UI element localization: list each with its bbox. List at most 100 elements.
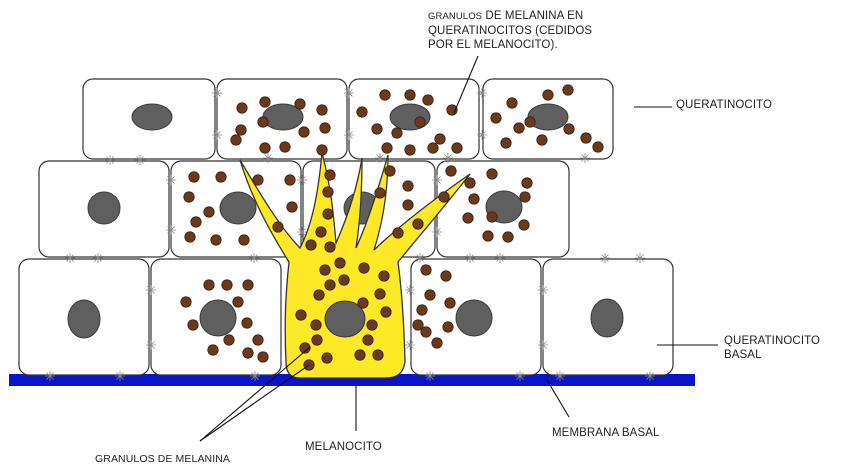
melanin-granule — [405, 90, 415, 100]
desmosome-junction — [65, 253, 75, 263]
melanin-granule — [222, 280, 232, 290]
desmosome-junction — [405, 285, 415, 295]
melanin-granule — [581, 133, 591, 143]
desmosome-junction — [344, 88, 354, 98]
melanin-granule — [355, 350, 365, 360]
melanin-granule — [415, 117, 425, 127]
desmosome-junction — [635, 253, 645, 263]
desmosome-junction — [375, 153, 385, 163]
melanin-granule — [295, 99, 305, 109]
label-melanocito: MELANOCITO — [305, 440, 382, 454]
melanin-granule — [299, 127, 309, 137]
melanin-granule — [445, 298, 455, 308]
desmosome-junction — [45, 371, 55, 381]
melanin-granule — [242, 318, 252, 328]
melanin-granule — [316, 227, 326, 237]
melanin-granule — [487, 212, 497, 222]
melanin-granule — [443, 322, 453, 332]
melanin-granule — [323, 187, 333, 197]
desmosome-junction — [297, 175, 307, 185]
desmosome-junction — [580, 153, 590, 163]
melanin-granule — [258, 352, 268, 362]
melanin-granule — [320, 265, 330, 275]
melanin-granule — [543, 90, 553, 100]
desmosome-junction — [344, 130, 354, 140]
melanin-granule — [525, 117, 535, 127]
melanin-granule — [405, 145, 415, 155]
melanin-granule — [363, 335, 373, 345]
melanin-granule — [233, 297, 243, 307]
melanin-granule — [239, 235, 249, 245]
label-queratinocito-basal-line1: QUERATINOCITO — [724, 335, 820, 347]
desmosome-junction — [135, 155, 145, 165]
melanin-granule — [393, 228, 403, 238]
melanin-granule — [487, 169, 497, 179]
melanin-granule — [358, 298, 368, 308]
melanin-granule — [463, 213, 473, 223]
desmosome-junction — [495, 253, 505, 263]
label-granules-line1-rest: DE MELANINA EN — [482, 10, 583, 22]
melanin-granule — [413, 320, 423, 330]
melanin-granule — [287, 202, 297, 212]
melanin-granule — [519, 220, 529, 230]
melanin-granule — [325, 280, 335, 290]
melanin-granule — [421, 265, 431, 275]
label-queratinocito: QUERATINOCITO — [676, 98, 772, 112]
melanin-granule — [231, 135, 241, 145]
label-granules-in-keratinocytes: GRANULOS DE MELANINA EN QUERATINOCITOS (C… — [428, 9, 678, 52]
melanin-granule — [320, 123, 330, 133]
melanin-granule — [260, 143, 270, 153]
melanin-granule — [339, 275, 349, 285]
melanin-granule — [403, 200, 413, 210]
melanin-granule — [564, 124, 574, 134]
melanin-granule — [258, 117, 268, 127]
desmosome-junction — [415, 253, 425, 263]
melanin-granule — [314, 290, 324, 300]
melanin-granule — [185, 232, 195, 242]
desmosome-junction — [212, 88, 222, 98]
label-granules-word: GRANULOS — [428, 11, 482, 22]
desmosome-junction — [538, 285, 548, 295]
melanin-granule — [191, 217, 201, 227]
melanin-granule — [435, 134, 445, 144]
melanin-granule — [520, 192, 530, 202]
desmosome-junction — [515, 371, 525, 381]
melanin-granule — [184, 192, 194, 202]
melanin-granule — [367, 320, 377, 330]
desmosome-junction — [146, 285, 156, 295]
melanin-granule — [285, 175, 295, 185]
melanin-granule — [317, 145, 327, 155]
melanin-granule — [501, 138, 511, 148]
desmosome-junction — [250, 371, 260, 381]
melanin-granule — [423, 95, 433, 105]
melanin-granule — [325, 242, 335, 252]
melanin-granule — [357, 107, 367, 117]
desmosome-junction — [166, 175, 176, 185]
label-granules-line2: QUERATINOCITOS (CEDIDOS — [428, 25, 592, 37]
melanin-granule — [491, 113, 501, 123]
melanin-granule — [211, 235, 221, 245]
melanin-granule — [507, 98, 517, 108]
keratinocyte-nucleus — [68, 300, 100, 338]
melanin-granule — [522, 178, 532, 188]
melanin-granule — [253, 175, 263, 185]
melanin-granule — [381, 307, 391, 317]
keratinocyte-nucleus — [528, 104, 568, 130]
desmosome-junction — [465, 253, 475, 263]
desmosome-junction — [249, 253, 259, 263]
keratinocyte-nucleus — [88, 192, 120, 224]
melanin-granule — [311, 320, 321, 330]
melanin-granule — [379, 271, 389, 281]
melanin-granule — [325, 170, 335, 180]
desmosome-junction — [425, 371, 435, 381]
melanin-granule — [417, 305, 427, 315]
melanin-granule — [385, 166, 395, 176]
desmosome-junction — [443, 153, 453, 163]
desmosome-junction — [432, 175, 442, 185]
keratinocyte-nucleus — [200, 300, 236, 336]
melanin-granule — [373, 350, 383, 360]
melanin-granule — [382, 143, 392, 153]
keratinocyte-nucleus — [220, 192, 256, 224]
melanin-granule — [322, 353, 332, 363]
melanin-granule — [204, 207, 214, 217]
